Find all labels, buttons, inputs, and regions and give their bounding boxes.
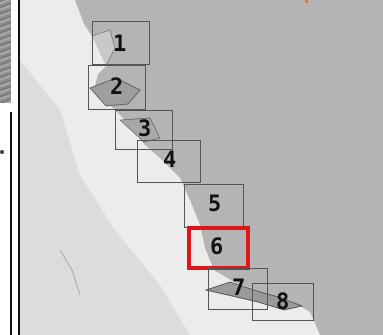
left-panel-edge	[0, 0, 18, 335]
tile-label-3: 3	[138, 117, 152, 142]
map-tile-4[interactable]	[137, 140, 201, 183]
coast-detail-south	[204, 281, 304, 311]
map-tile-1[interactable]	[92, 21, 150, 65]
far-shore	[20, 60, 190, 335]
tile-label-1: 1	[113, 32, 127, 57]
map-base	[20, 0, 383, 335]
tile-label-6: 6	[210, 235, 224, 260]
adjacent-photo-thumbnail	[0, 0, 11, 103]
map-tile-7[interactable]	[208, 268, 268, 310]
tile-label-8: 8	[276, 290, 290, 315]
coast-detail-north	[91, 29, 116, 67]
coast-detail-inlet	[119, 117, 161, 143]
map-tile-3[interactable]	[115, 110, 173, 150]
map-tile-2[interactable]	[88, 65, 146, 110]
adjacent-panel-border	[10, 112, 12, 335]
tile-label-7: 7	[232, 276, 246, 301]
river-line	[59, 249, 81, 296]
coast-detail-bay	[89, 77, 141, 107]
coastline-index-map: 1 2 3 4 5 6 7 8	[18, 0, 383, 335]
tile-label-2: 2	[110, 75, 124, 100]
map-tile-8[interactable]	[252, 283, 314, 321]
tile-label-5: 5	[208, 192, 222, 217]
adjacent-panel-dot	[0, 150, 4, 154]
land-mass	[75, 0, 383, 335]
orange-marker	[305, 0, 308, 3]
tile-label-4: 4	[163, 148, 177, 173]
